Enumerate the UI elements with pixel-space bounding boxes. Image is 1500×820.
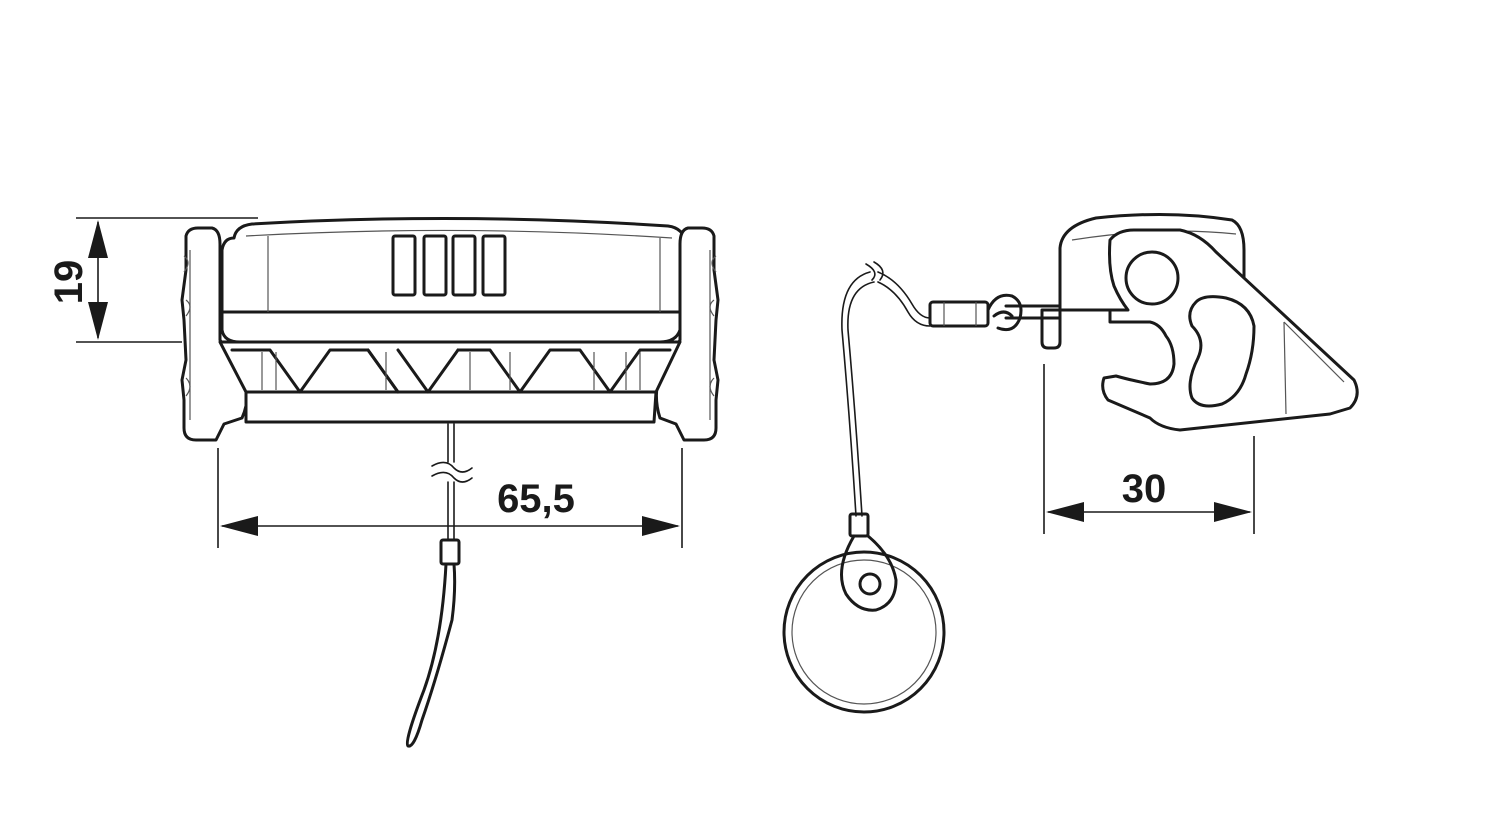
side-lanyard bbox=[841, 261, 931, 517]
depth-label: 30 bbox=[1122, 467, 1167, 511]
front-truss bbox=[230, 348, 672, 394]
side-ring-terminal bbox=[782, 512, 946, 714]
side-lever bbox=[1101, 228, 1359, 432]
side-view bbox=[782, 212, 1359, 714]
width-label: 65,5 bbox=[497, 477, 575, 521]
height-dimension: 19 bbox=[47, 217, 258, 343]
depth-dimension: 30 bbox=[1043, 364, 1255, 534]
side-pin bbox=[1004, 304, 1062, 320]
front-base bbox=[218, 340, 682, 424]
side-crimp bbox=[928, 293, 1023, 332]
height-label: 19 bbox=[47, 260, 91, 305]
front-vents bbox=[391, 234, 507, 297]
front-view bbox=[180, 216, 720, 748]
side-lever-hole bbox=[1124, 250, 1180, 306]
side-lever-slot bbox=[1188, 295, 1256, 408]
front-band bbox=[220, 310, 686, 344]
width-dimension: 65,5 bbox=[217, 448, 683, 548]
front-wire bbox=[405, 423, 473, 748]
